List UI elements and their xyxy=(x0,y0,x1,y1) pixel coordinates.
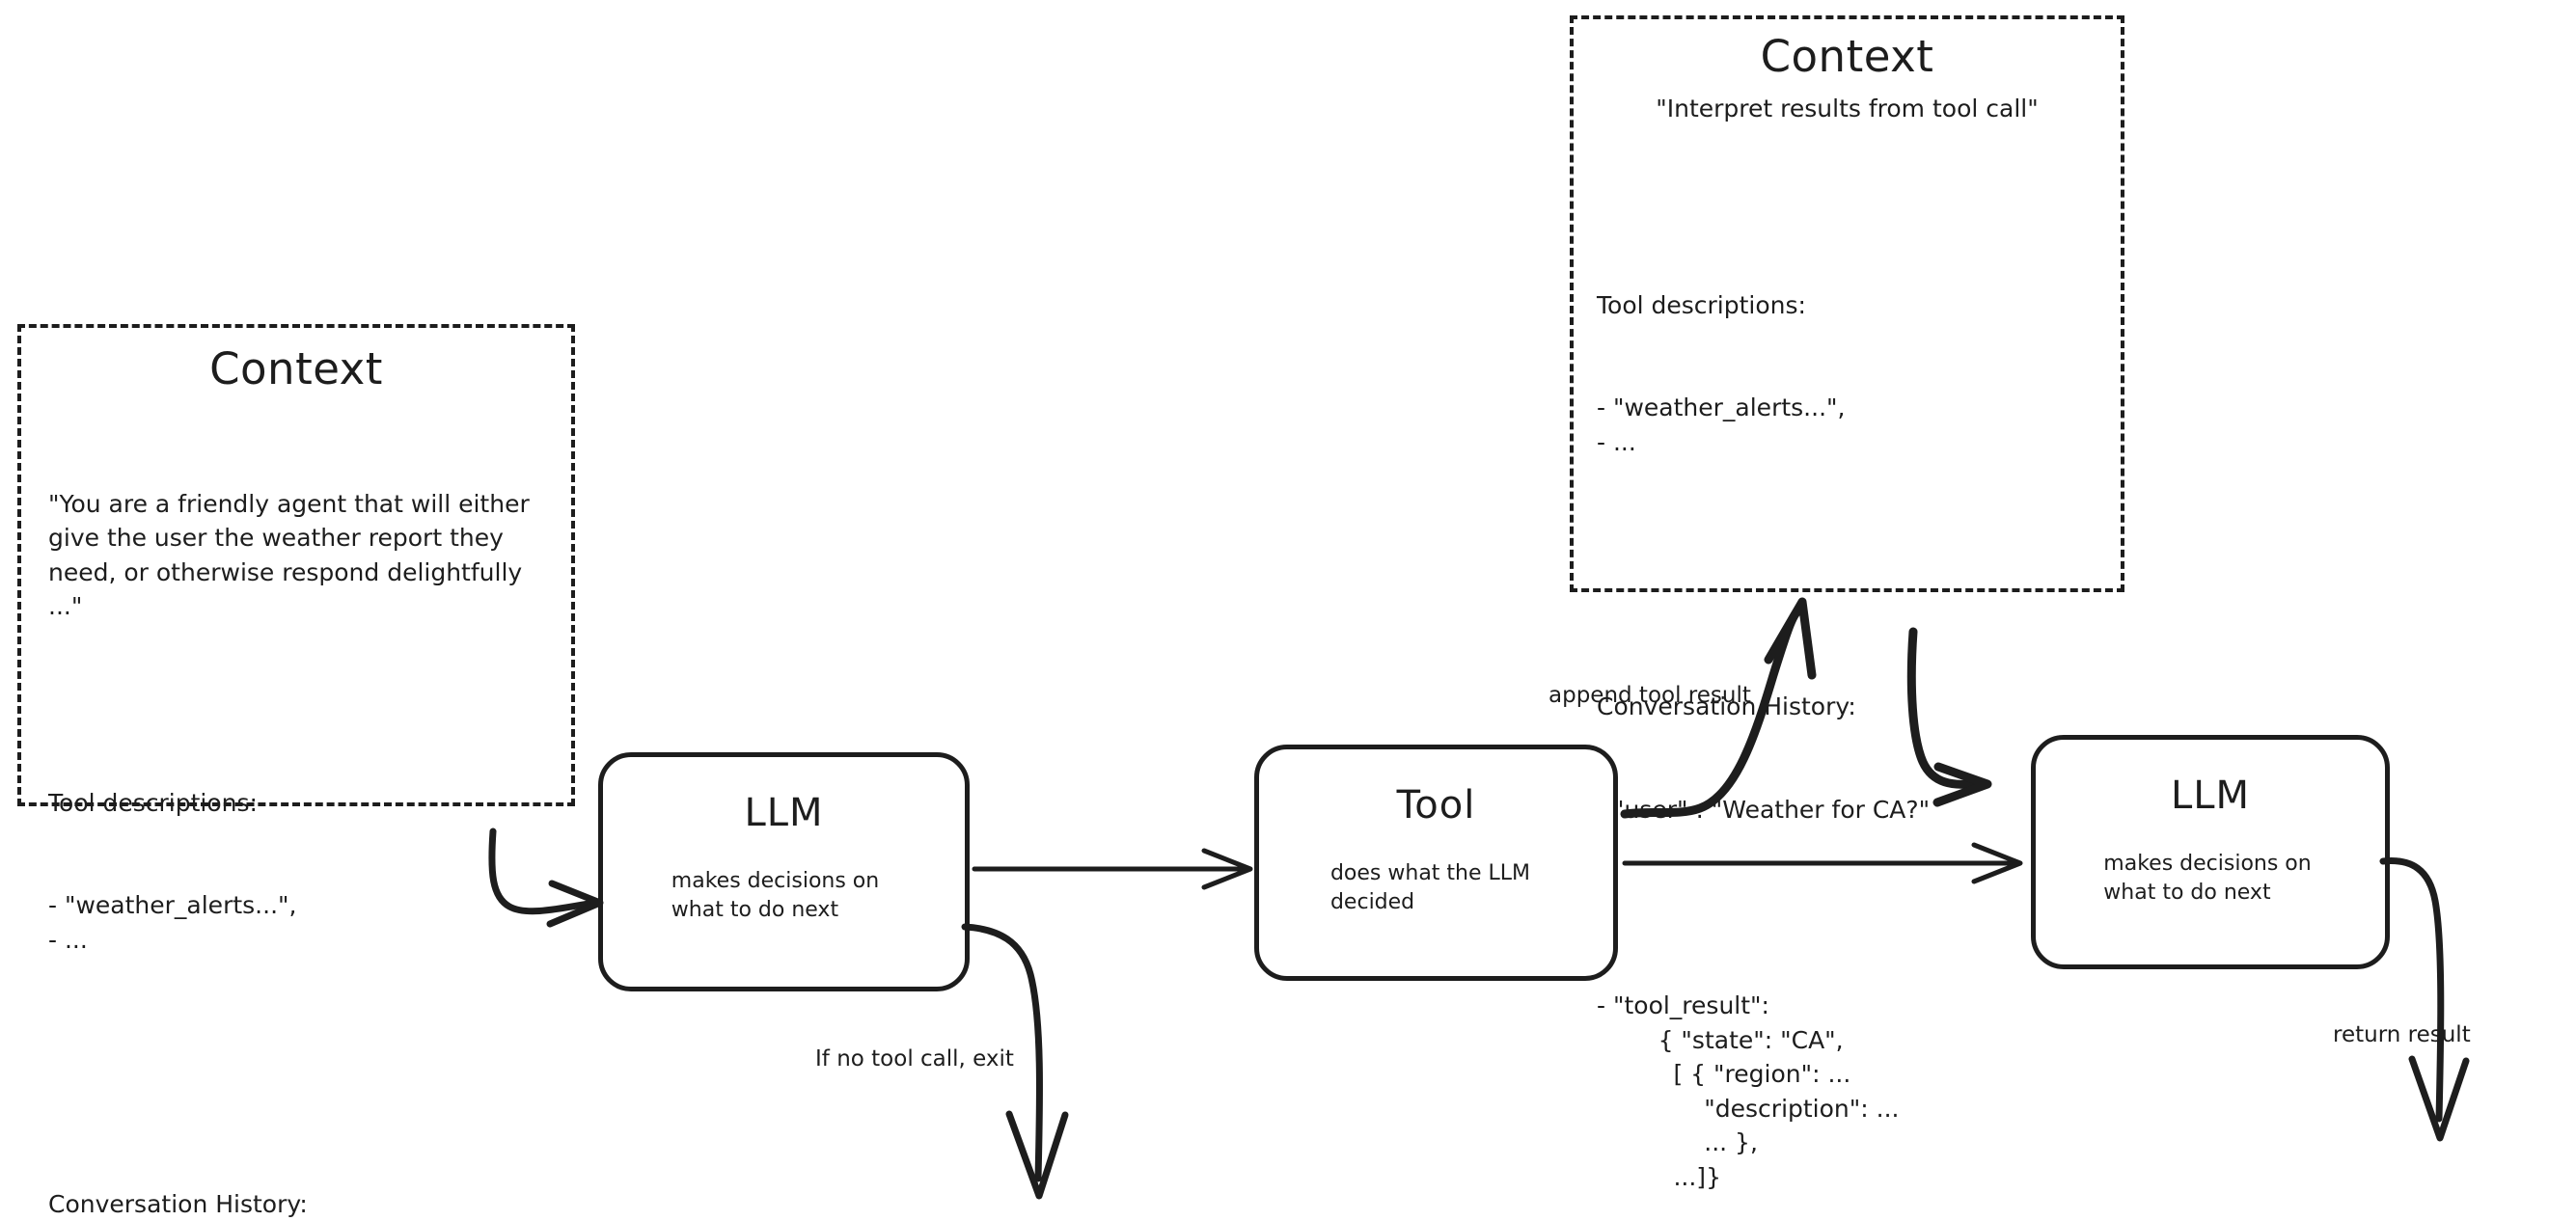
context-right-history-user: - "user" : "Weather for CA?" xyxy=(1597,795,1931,824)
context-left-history-heading: Conversation History: xyxy=(48,1190,308,1218)
context-left-tools-heading: Tool descriptions: xyxy=(48,788,258,817)
arrow-llm1-to-tool xyxy=(972,848,1253,890)
node-tool[interactable]: Tool does what the LLM decided xyxy=(1254,745,1618,981)
node-llm-1[interactable]: LLM makes decisions on what to do next xyxy=(598,752,970,991)
context-box-right: Context "Interpret results from tool cal… xyxy=(1570,15,2124,1191)
context-left-system-prompt: "You are a friendly agent that will eith… xyxy=(48,489,537,621)
context-left-tool-descriptions: Tool descriptions: - "weather_alerts..."… xyxy=(48,718,544,1026)
context-right-history: Conversation History: - "user" : "Weathe… xyxy=(1597,621,2097,895)
context-left-tools-items: - "weather_alerts...", - ... xyxy=(48,891,297,954)
context-box-left: Context "You are a friendly agent that w… xyxy=(17,324,575,1218)
context-right-tool-descriptions: Tool descriptions: - "weather_alerts..."… xyxy=(1597,220,2097,529)
context-right-title: Context xyxy=(1760,31,1934,82)
context-right-tools-heading: Tool descriptions: xyxy=(1597,290,1806,319)
context-right-tools-items: - "weather_alerts...", - ... xyxy=(1597,393,1846,456)
edge-label-append-tool-result: append tool result xyxy=(1548,683,1751,708)
context-right-tool-result: - "tool_result": { "state": "CA", [ { "r… xyxy=(1597,991,1900,1191)
edge-label-return-result: return result xyxy=(2333,1022,2471,1047)
arrow-llm2-return-result xyxy=(2379,857,2470,1142)
edge-label-if-no-tool-call-exit: If no tool call, exit xyxy=(815,1046,1014,1072)
node-llm-2-title: LLM xyxy=(2170,773,2251,818)
node-llm-2-subtitle: makes decisions on what to do next xyxy=(2103,852,2312,905)
node-llm-1-subtitle: makes decisions on what to do next xyxy=(671,869,880,922)
context-right-lead: "Interpret results from tool call" xyxy=(1656,94,2039,122)
context-left-history: Conversation History: - "user" : "Weathe… xyxy=(48,1119,544,1221)
node-tool-subtitle: does what the LLM decided xyxy=(1329,861,1531,914)
node-tool-title: Tool xyxy=(1396,783,1476,828)
node-llm-1-title: LLM xyxy=(744,791,824,835)
context-left-title: Context xyxy=(209,343,383,394)
node-llm-2[interactable]: LLM makes decisions on what to do next xyxy=(2031,735,2390,969)
context-left-body: "You are a friendly agent that will eith… xyxy=(48,419,544,1221)
